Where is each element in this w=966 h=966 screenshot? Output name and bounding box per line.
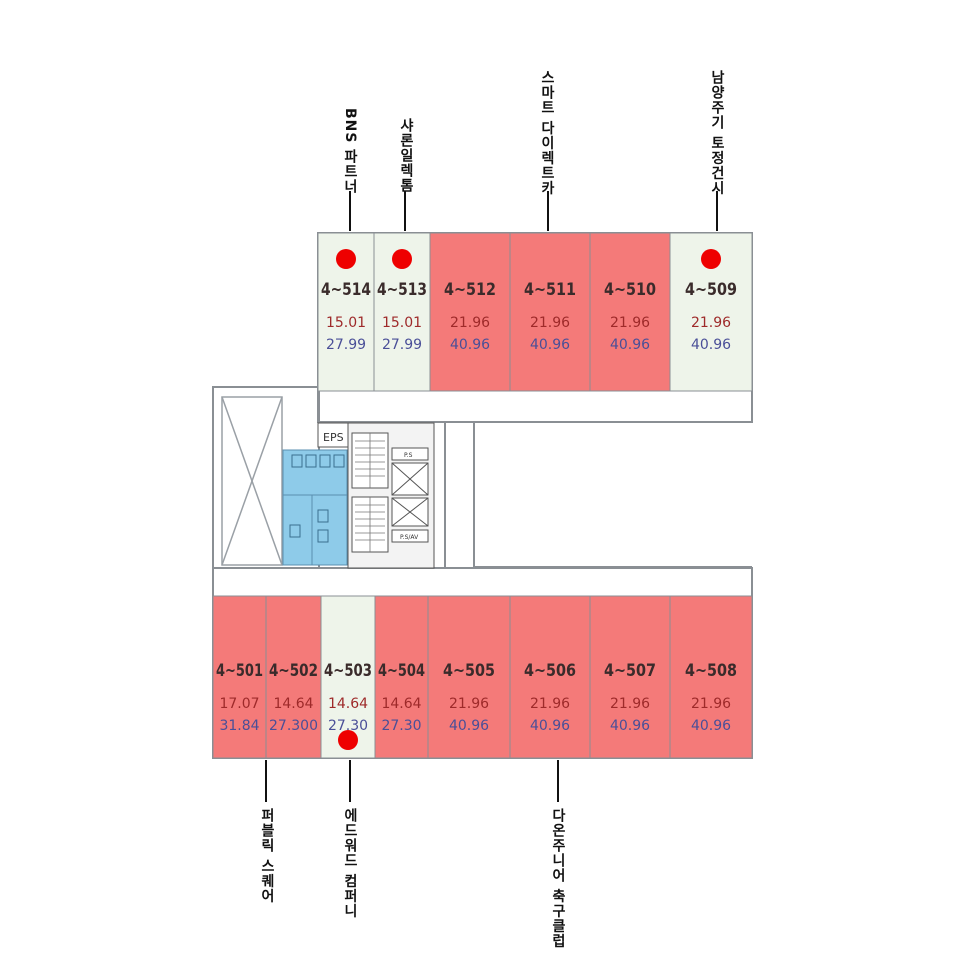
unit-area-secondary: 40.96 [691, 337, 731, 353]
unit-cell [429, 232, 511, 392]
unit-area-primary: 21.96 [450, 315, 490, 331]
unit-number: 4~502 [269, 661, 318, 681]
unit-cell [509, 595, 591, 759]
tenant-marker-dot [338, 730, 358, 750]
unit-area-primary: 21.96 [610, 315, 650, 331]
unit-area-primary: 21.96 [691, 696, 731, 712]
unit-area-secondary: 31.84 [219, 718, 259, 734]
unit-4-505: 4~505 21.96 40.96 [427, 595, 511, 759]
unit-cell [212, 595, 267, 759]
tenant-marker-dot [701, 249, 721, 269]
unit-area-primary: 21.96 [449, 696, 489, 712]
unit-area-primary: 21.96 [530, 696, 570, 712]
unit-number: 4~513 [377, 280, 427, 300]
unit-area-secondary: 27.99 [326, 337, 366, 353]
ps-label-bottom: P.S/AV [400, 534, 419, 541]
unit-number: 4~508 [685, 661, 737, 681]
tenant-label-edward: 에드워드 컴퍼니 [342, 808, 358, 919]
ps-label-top: P.S [404, 452, 413, 459]
unit-area-primary: 15.01 [382, 315, 422, 331]
restroom-area [282, 449, 348, 566]
unit-cell [427, 595, 511, 759]
unit-4-508: 4~508 21.96 40.96 [669, 595, 753, 759]
unit-area-secondary: 40.96 [449, 718, 489, 734]
leader-line-bns [349, 191, 351, 231]
tenant-marker-dot [336, 249, 356, 269]
leader-line-edward [349, 760, 351, 802]
unit-number: 4~510 [604, 280, 656, 300]
unit-area-primary: 15.01 [326, 315, 366, 331]
unit-number: 4~503 [324, 661, 372, 681]
unit-number: 4~505 [443, 661, 495, 681]
leader-line-sharon [404, 191, 406, 231]
unit-cell [669, 595, 753, 759]
tenant-label-daon: 다온주니어 축구클럽 [550, 808, 566, 949]
unit-cell [589, 232, 671, 392]
unit-4-507: 4~507 21.96 40.96 [589, 595, 671, 759]
leader-line-namyangju [716, 191, 718, 231]
unit-4-504: 4~504 14.64 27.30 [374, 595, 429, 759]
unit-number: 4~511 [524, 280, 576, 300]
unit-4-512: 4~512 21.96 40.96 [429, 232, 511, 392]
unit-number: 4~501 [216, 661, 263, 681]
void-shaft [221, 396, 283, 566]
tenant-label-public: 퍼블릭 스퀘어 [259, 808, 275, 904]
tenant-marker-dot [392, 249, 412, 269]
eps-label: EPS [323, 431, 344, 444]
tenant-label-namyangju: 남양주기 토정건시 [709, 70, 725, 196]
unit-4-513: 4~513 15.01 27.99 [373, 232, 431, 392]
unit-area-secondary: 27.99 [382, 337, 422, 353]
unit-area-secondary: 27.30 [381, 718, 421, 734]
unit-cell [509, 232, 591, 392]
unit-area-secondary: 27.30 [328, 718, 368, 734]
unit-number: 4~512 [444, 280, 496, 300]
unit-area-secondary: 40.96 [450, 337, 490, 353]
unit-4-501: 4~501 17.07 31.84 [212, 595, 267, 759]
unit-4-502: 4~502 14.64 27.300 [265, 595, 322, 759]
leader-line-daon [557, 760, 559, 802]
unit-area-primary: 21.96 [530, 315, 570, 331]
unit-4-503: 4~503 14.64 27.30 [320, 595, 376, 759]
unit-number: 4~509 [685, 280, 737, 300]
leader-line-smart [547, 191, 549, 231]
tenant-label-smart: 스마트 다이렉트카 [539, 70, 555, 196]
unit-area-primary: 14.64 [381, 696, 421, 712]
unit-area-secondary: 40.96 [691, 718, 731, 734]
unit-area-secondary: 40.96 [530, 718, 570, 734]
tenant-label-sharon: 샤론일렉톰 [398, 118, 414, 193]
unit-4-509: 4~509 21.96 40.96 [669, 232, 753, 392]
unit-number: 4~507 [604, 661, 656, 681]
corridor-top [317, 390, 753, 423]
unit-area-primary: 17.07 [219, 696, 259, 712]
units-layer: 4~514 15.01 27.99 4~513 15.01 27.99 4~512 21.96… [212, 232, 753, 759]
unit-cell [265, 595, 322, 759]
unit-number: 4~506 [524, 661, 576, 681]
unit-number: 4~514 [321, 280, 371, 300]
tenant-label-bns: BNS 파트너 [342, 108, 358, 195]
unit-area-secondary: 40.96 [610, 337, 650, 353]
unit-area-secondary: 27.300 [269, 718, 318, 734]
unit-area-secondary: 40.96 [610, 718, 650, 734]
unit-area-secondary: 40.96 [530, 337, 570, 353]
unit-4-510: 4~510 21.96 40.96 [589, 232, 671, 392]
unit-area-primary: 21.96 [691, 315, 731, 331]
unit-number: 4~504 [378, 661, 425, 681]
unit-area-primary: 14.64 [273, 696, 313, 712]
leader-line-public [265, 760, 267, 802]
unit-area-primary: 14.64 [328, 696, 368, 712]
unit-4-506: 4~506 21.96 40.96 [509, 595, 591, 759]
unit-cell [589, 595, 671, 759]
unit-area-primary: 21.96 [610, 696, 650, 712]
building-core [317, 422, 435, 569]
unit-4-514: 4~514 15.01 27.99 [317, 232, 375, 392]
unit-4-511: 4~511 21.96 40.96 [509, 232, 591, 392]
